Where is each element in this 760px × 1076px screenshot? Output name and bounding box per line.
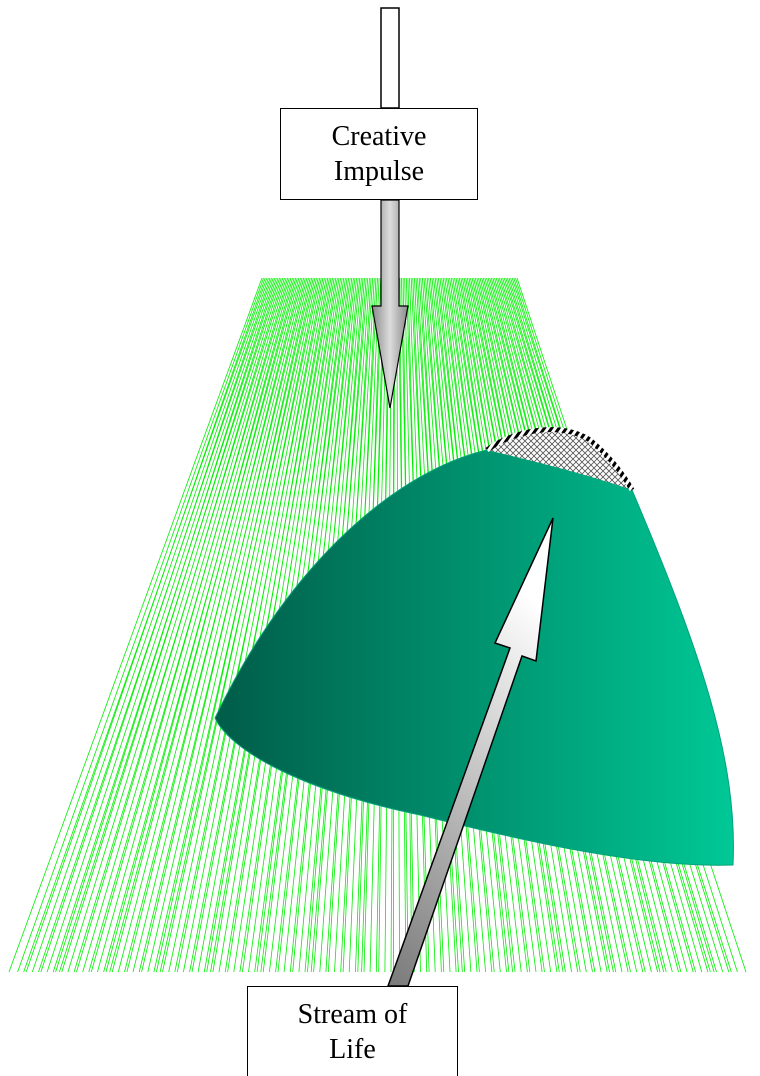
stream-of-life-label-line-2: Life: [329, 1032, 376, 1067]
creative-impulse-label-line-1: Creative: [332, 119, 427, 154]
impulse-arrow-shaft-top: [381, 8, 399, 108]
ray-line: [59, 278, 279, 972]
creative-impulse-box: Creative Impulse: [280, 108, 478, 200]
ray-line: [9, 278, 262, 972]
stream-of-life-box: Stream of Life: [247, 986, 458, 1076]
stream-of-life-label-line-1: Stream of: [298, 997, 408, 1032]
ray-line: [91, 278, 287, 972]
cone-shape: [215, 450, 733, 865]
ray-line: [89, 278, 289, 972]
ray-line: [47, 278, 273, 972]
ray-line: [18, 278, 264, 972]
ray-line: [104, 278, 295, 972]
creative-impulse-label-line-2: Impulse: [334, 154, 424, 189]
